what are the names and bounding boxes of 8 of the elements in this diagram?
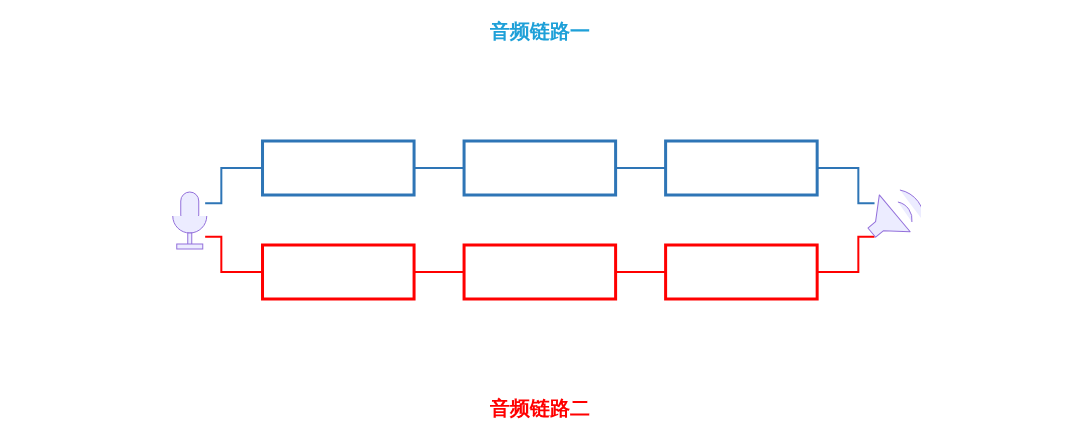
node-box <box>664 139 819 197</box>
node-box <box>462 243 618 301</box>
node-box <box>462 139 618 197</box>
chain-title: 音频链路二 <box>489 395 591 422</box>
node-box <box>664 243 819 301</box>
node-box <box>261 139 416 197</box>
node-box <box>261 243 416 301</box>
chain-title: 音频链路一 <box>489 18 591 45</box>
